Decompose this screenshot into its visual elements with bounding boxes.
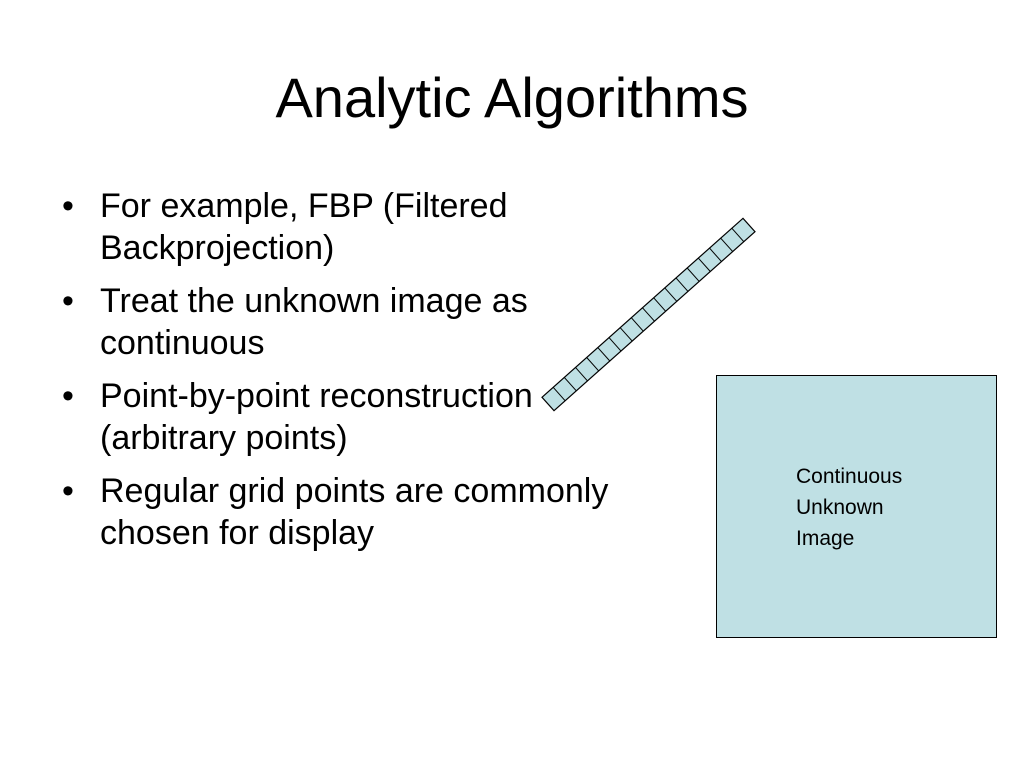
- detector-cell-divider: [731, 227, 745, 243]
- bullet-list: • For example, FBP (Filtered Backproject…: [58, 185, 618, 565]
- bullet-text: Treat the unknown image as continuous: [100, 282, 528, 362]
- detector-cell-divider: [709, 247, 722, 262]
- bullet-text: Point-by-point reconstruction (arbitrary…: [100, 377, 533, 457]
- bullet-marker: •: [62, 282, 74, 320]
- bullet-item: • Regular grid points are commonly chose…: [58, 470, 618, 554]
- detector-cell-divider: [619, 327, 633, 342]
- continuous-image-box: Continuous Unknown Image: [716, 375, 997, 638]
- bullet-text: For example, FBP (Filtered Backprojectio…: [100, 187, 508, 267]
- bullet-marker: •: [62, 187, 74, 225]
- detector-cell-divider: [642, 307, 655, 322]
- bullet-marker: •: [62, 472, 74, 510]
- detector-cell-divider: [664, 287, 678, 302]
- bullet-marker: •: [62, 377, 74, 415]
- detector-cell-divider: [630, 317, 644, 332]
- detector-cell-divider: [697, 257, 711, 272]
- slide-title: Analytic Algorithms: [275, 66, 749, 129]
- image-box-label: Continuous Unknown Image: [796, 461, 956, 554]
- image-label-line: Continuous: [796, 465, 903, 488]
- image-label-line: Image: [796, 527, 855, 550]
- bullet-item: • Point-by-point reconstruction (arbitra…: [58, 375, 618, 459]
- bullet-text: Regular grid points are commonly chosen …: [100, 472, 609, 552]
- detector-cell-divider: [686, 267, 700, 282]
- bullet-item: • For example, FBP (Filtered Backproject…: [58, 185, 618, 269]
- bullet-item: • Treat the unknown image as continuous: [58, 280, 618, 364]
- detector-cell-divider: [720, 237, 734, 252]
- detector-cell-divider: [653, 297, 667, 312]
- detector-cell-divider: [675, 277, 689, 292]
- image-label-line: Unknown: [796, 496, 884, 519]
